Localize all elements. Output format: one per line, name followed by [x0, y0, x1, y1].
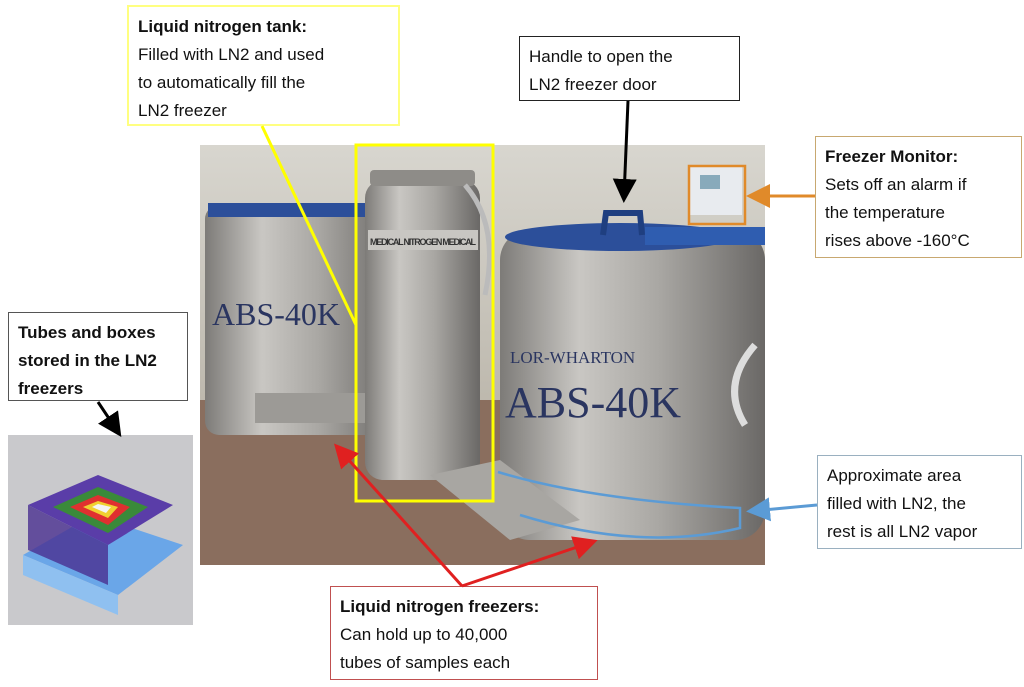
callout-line: rises above -160°C: [825, 231, 970, 250]
left-freezer-model: ABS-40K: [212, 296, 340, 332]
callout-title: Liquid nitrogen tank:: [138, 17, 308, 36]
callout-nitrogen-tank: Liquid nitrogen tank: Filled with LN2 an…: [127, 5, 400, 126]
callout-line: Tubes and boxes: [18, 323, 156, 342]
callout-freezer-monitor: Freezer Monitor: Sets off an alarm if th…: [815, 136, 1022, 258]
tubes-arrow: [96, 401, 122, 437]
nitrogen-tank: [365, 180, 480, 480]
callout-line: freezers: [18, 379, 84, 398]
callout-ln2-area: Approximate area filled with LN2, the re…: [817, 455, 1022, 549]
callout-title: Freezer Monitor:: [825, 147, 959, 166]
tube-box-photo: [8, 435, 193, 625]
callout-line: the temperature: [825, 203, 946, 222]
callout-line: to automatically fill the: [138, 73, 306, 92]
callout-line: Handle to open the: [529, 47, 673, 66]
callout-line: Approximate area: [827, 466, 962, 485]
callout-line: Sets off an alarm if: [825, 175, 967, 194]
right-freezer: [500, 230, 765, 540]
callout-handle: Handle to open the LN2 freezer door: [519, 36, 740, 101]
freezer-model: ABS-40K: [505, 378, 681, 427]
callout-line: rest is all LN2 vapor: [827, 522, 978, 541]
callout-ln2-freezers: Liquid nitrogen freezers: Can hold up to…: [330, 586, 598, 680]
ln2-freezer-photo: ABS-40K MEDICAL NITROGEN MEDICAL LOR-WHA…: [200, 145, 765, 565]
callout-title: Liquid nitrogen freezers:: [340, 597, 540, 616]
callout-line: tubes of samples each: [340, 653, 511, 672]
callout-tubes: Tubes and boxes stored in the LN2 freeze…: [8, 312, 188, 401]
callout-line: LN2 freezer: [138, 101, 227, 120]
brand-label: LOR-WHARTON: [510, 348, 635, 367]
callout-line: stored in the LN2: [18, 351, 157, 370]
callout-line: filled with LN2, the: [827, 494, 966, 513]
callout-line: Filled with LN2 and used: [138, 45, 325, 64]
tank-label: MEDICAL NITROGEN MEDICAL: [370, 237, 477, 247]
callout-line: Can hold up to 40,000: [340, 625, 508, 644]
callout-line: LN2 freezer door: [529, 75, 657, 94]
